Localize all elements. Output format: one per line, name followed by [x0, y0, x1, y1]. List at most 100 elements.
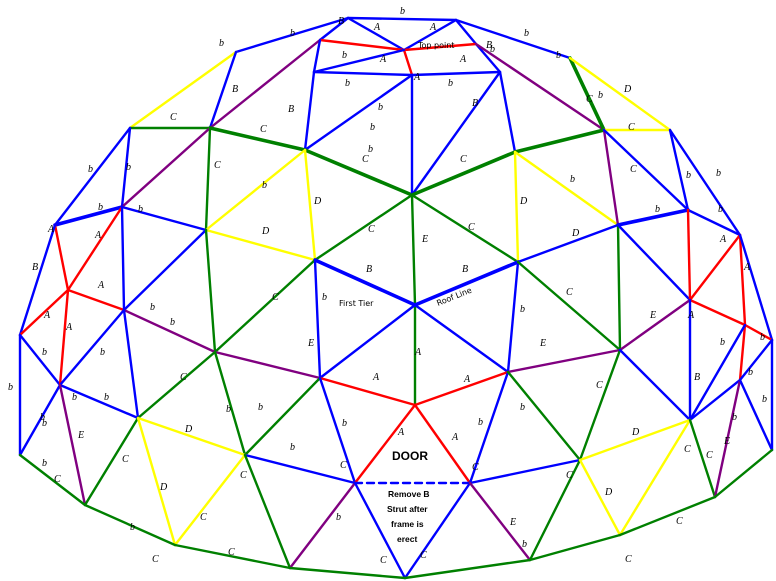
strut-b — [410, 70, 502, 77]
strut-b — [498, 70, 517, 154]
strut-d — [513, 150, 520, 264]
strut-b — [243, 453, 357, 485]
strut-label: D — [519, 196, 528, 207]
strut-b — [303, 70, 316, 152]
strut-label: b — [368, 144, 373, 155]
strut-label: C — [180, 372, 187, 383]
strut-c — [616, 223, 622, 352]
strut-c — [204, 228, 217, 354]
strut-e — [122, 308, 217, 354]
strut-b — [516, 223, 620, 264]
strut-label: B — [486, 40, 492, 51]
strut-b — [312, 48, 406, 74]
strut-label: b — [100, 347, 105, 358]
strut-label: C — [122, 454, 129, 465]
strut-c — [713, 448, 774, 499]
strut-b — [353, 481, 407, 580]
strut-label: A — [43, 310, 51, 321]
strut-d — [303, 148, 317, 262]
strut-b — [410, 70, 502, 197]
strut-label: C — [228, 547, 235, 558]
strut-c — [18, 453, 87, 507]
strut-b — [413, 260, 520, 307]
strut-label: C — [260, 124, 267, 135]
strut-c — [528, 458, 582, 562]
strut-c — [568, 56, 606, 132]
strut-a — [66, 205, 124, 292]
strut-a — [58, 288, 70, 387]
strut-label: C — [630, 164, 637, 175]
strut-label: b — [126, 162, 131, 173]
strut-label: B — [232, 84, 238, 95]
strut-label: b — [370, 122, 375, 133]
strut-b — [403, 481, 472, 580]
dome-struts — [18, 16, 774, 580]
strut-b — [346, 16, 458, 22]
strut-label: A — [719, 234, 727, 245]
strut-label: C — [340, 460, 347, 471]
strut-a — [738, 233, 747, 327]
strut-a — [353, 403, 417, 485]
strut-label: A — [451, 432, 459, 443]
strut-label: C — [625, 554, 632, 565]
strut-label: C — [214, 160, 221, 171]
strut-b — [616, 208, 690, 227]
strut-b — [208, 50, 238, 130]
strut-e — [288, 481, 357, 570]
strut-c — [83, 416, 140, 507]
strut-b — [120, 126, 132, 209]
strut-label: D — [604, 487, 613, 498]
strut-label: b — [42, 418, 47, 429]
strut-label: A — [379, 54, 387, 65]
strut-label: C — [460, 154, 467, 165]
strut-label: b — [336, 512, 341, 523]
strut-label: b — [98, 202, 103, 213]
strut-label: A — [429, 22, 437, 33]
strut-label: b — [748, 367, 753, 378]
strut-label: A — [463, 374, 471, 385]
strut-label: C — [468, 222, 475, 233]
strut-label: b — [322, 292, 327, 303]
strut-b — [313, 258, 417, 307]
strut-b — [120, 205, 208, 232]
strut-b — [686, 208, 742, 237]
strut-b — [474, 42, 502, 74]
strut-label: b — [170, 317, 175, 328]
strut-b — [58, 383, 140, 420]
strut-c — [204, 126, 212, 232]
strut-label: b — [716, 168, 721, 179]
strut-label: D — [631, 427, 640, 438]
strut-label: b — [104, 392, 109, 403]
strut-label: b — [342, 50, 347, 61]
strut-b — [122, 308, 140, 420]
strut-a — [738, 323, 747, 382]
strut-b — [468, 458, 582, 485]
strut-d — [204, 228, 317, 262]
strut-label: D — [159, 482, 168, 493]
strut-label: C — [628, 122, 635, 133]
strut-c — [528, 533, 622, 562]
strut-label: b — [138, 204, 143, 215]
strut-label: C — [684, 444, 691, 455]
strut-b — [618, 348, 692, 422]
strut-label: B — [472, 98, 478, 109]
strut-label: D — [184, 424, 193, 435]
strut-label: A — [687, 310, 695, 321]
strut-label: b — [522, 539, 527, 550]
strut-b — [18, 223, 57, 337]
strut-c — [618, 495, 717, 537]
strut-a — [402, 48, 414, 77]
strut-d — [513, 150, 620, 227]
strut-label: b — [556, 50, 561, 61]
strut-label: E — [509, 517, 516, 528]
strut-label: b — [718, 204, 723, 215]
strut-label: b — [290, 28, 295, 39]
strut-e — [713, 378, 742, 499]
strut-c — [136, 350, 217, 420]
strut-b — [234, 16, 350, 54]
strut-label: b — [8, 382, 13, 393]
strut-e — [618, 298, 692, 352]
strut-b — [53, 126, 132, 227]
strut-b — [738, 233, 774, 342]
strut-label: A — [372, 372, 380, 383]
